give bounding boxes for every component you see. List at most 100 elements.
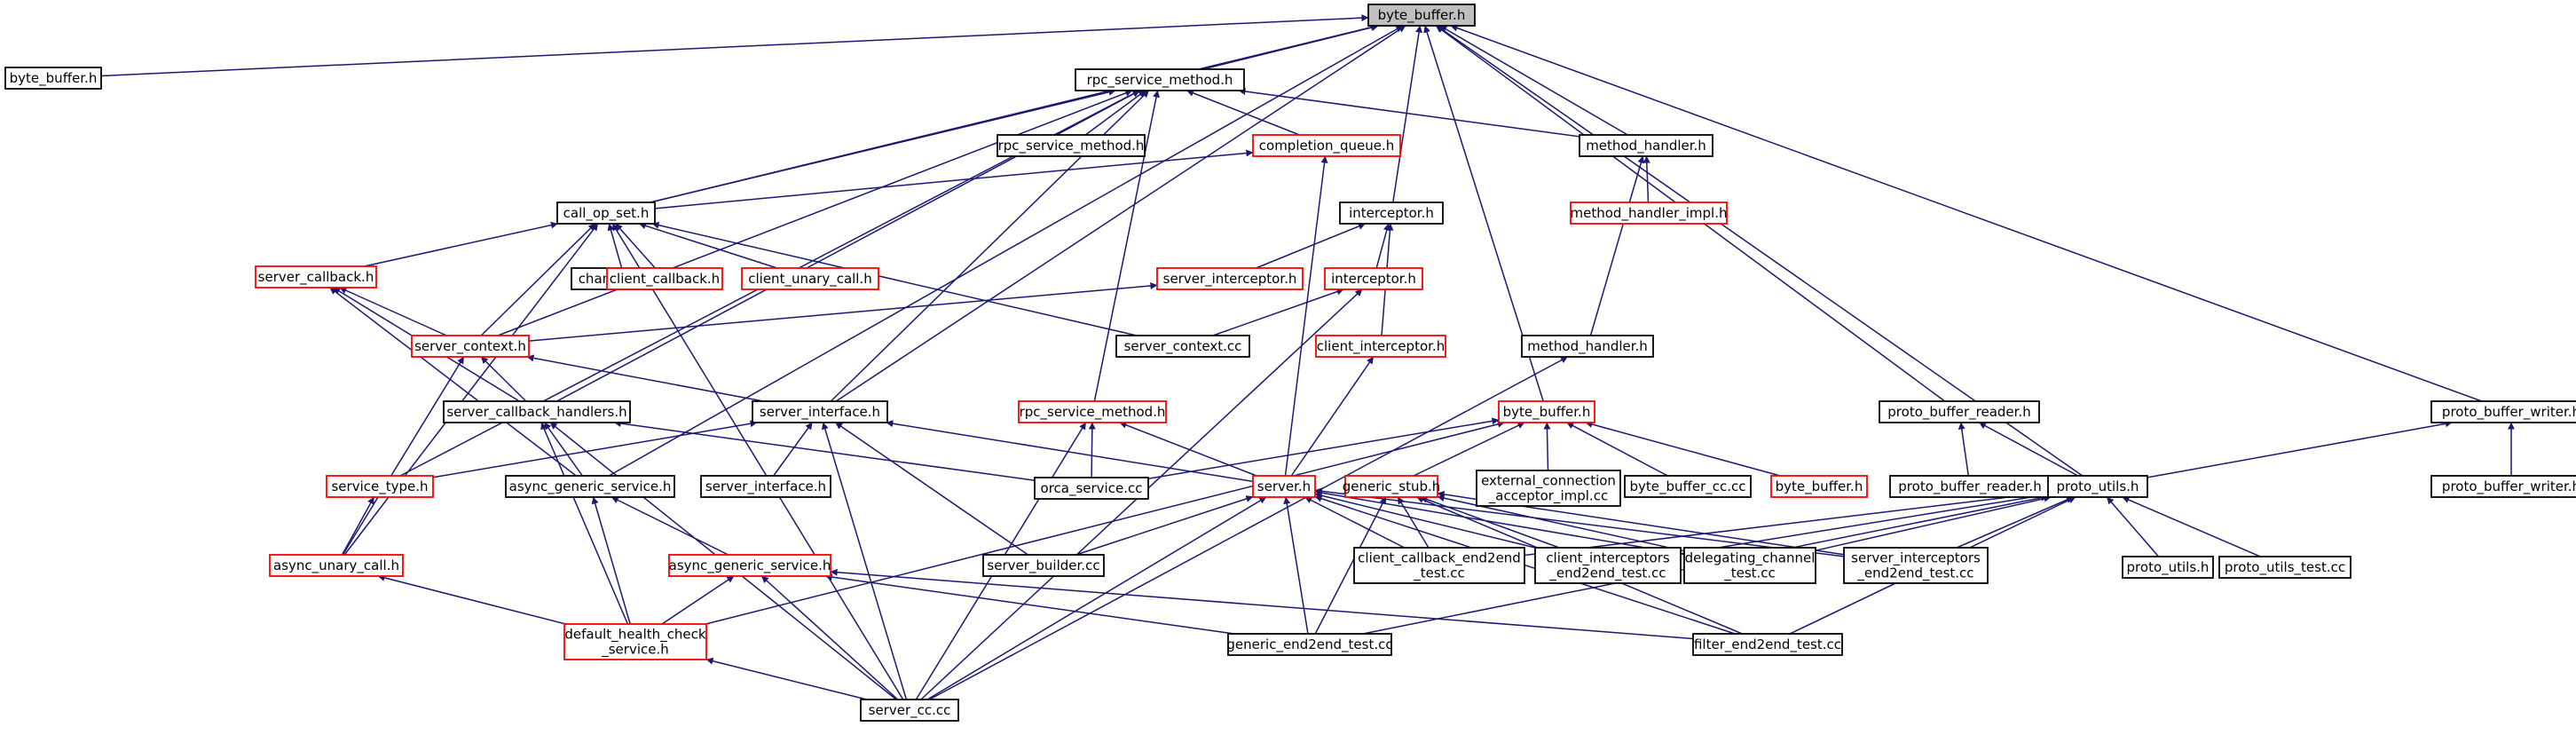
node-sctxcc[interactable]: server_context.cc (1115, 335, 1250, 358)
node-mhi[interactable]: method_handler_impl.h (1570, 202, 1728, 225)
node-ci[interactable]: client_interceptor.h (1315, 335, 1446, 358)
node-cq[interactable]: completion_queue.h (1252, 134, 1401, 157)
node-sie2e[interactable]: server_interceptors_end2end_test.cc (1843, 547, 1989, 584)
edge-auc-to-cos (343, 223, 599, 556)
node-cos[interactable]: call_op_set.h (556, 202, 656, 225)
node-box (1034, 477, 1149, 500)
node-cuc[interactable]: client_unary_call.h (741, 267, 879, 290)
node-box (2047, 475, 2148, 498)
edge-scc-to-mh2 (929, 356, 1568, 700)
node-label: server_interceptor.h (1163, 271, 1297, 288)
node-st[interactable]: service_type.h (326, 475, 434, 498)
edge-pu-to-pbw (2147, 420, 2453, 478)
node-rsm[interactable]: rpc_service_method.h (1075, 68, 1245, 91)
node-cie2e[interactable]: client_interceptors_end2end_test.cc (1534, 547, 1682, 584)
node-scb[interactable]: server_callback.h (255, 265, 377, 288)
node-label: _end2end_test.cc (1856, 565, 1973, 582)
node-ags[interactable]: async_generic_service.h (505, 475, 675, 498)
node-bb4[interactable]: byte_buffer.h (1770, 475, 1868, 498)
node-label: client_interceptor.h (1317, 338, 1445, 355)
node-fe2e[interactable]: filter_end2end_test.cc (1692, 633, 1843, 656)
node-box (411, 335, 530, 358)
node-orca[interactable]: orca_service.cc (1034, 477, 1149, 500)
edge-sctx-to-si (528, 281, 1158, 342)
node-cce2e[interactable]: client_callback_end2end_test.cc (1353, 547, 1525, 584)
node-intc[interactable]: interceptor.h (1339, 202, 1444, 225)
node-box (2122, 556, 2214, 579)
node-eca[interactable]: external_connection_acceptor_impl.cc (1476, 470, 1621, 507)
node-bbcc[interactable]: byte_buffer_cc.cc (1624, 475, 1752, 498)
edge-rsm3-to-rsm (1093, 90, 1161, 402)
node-si[interactable]: server_interceptor.h (1156, 267, 1304, 290)
node-label: server_callback.h (258, 269, 374, 286)
node-bb_left[interactable]: byte_buffer.h (4, 67, 102, 90)
node-label: _acceptor_impl.cc (1488, 488, 1608, 505)
node-rsm2[interactable]: rpc_service_method.h (997, 134, 1146, 157)
edge-cie2e-to-gs (1420, 495, 1560, 549)
node-label: default_health_check (564, 627, 705, 644)
edge-cie2e-to-sh (1314, 492, 1536, 549)
edge-cos-to-cq (654, 149, 1254, 209)
node-box (326, 475, 434, 498)
edge-sh-to-sif (886, 420, 1254, 483)
edge-ags-to-scb (329, 287, 577, 477)
node-pbr[interactable]: proto_buffer_reader.h (1879, 400, 2040, 423)
node-scbh[interactable]: server_callback_handlers.h (443, 400, 631, 423)
node-pu2[interactable]: proto_utils.h (2122, 556, 2214, 579)
node-box (1075, 68, 1245, 91)
node-ge2e[interactable]: generic_end2end_test.cc (1226, 633, 1393, 656)
node-label: byte_buffer.h (10, 70, 98, 87)
node-sh[interactable]: server.h (1252, 475, 1316, 498)
node-sbc[interactable]: server_builder.cc (982, 554, 1105, 577)
node-label: server_context.cc (1124, 338, 1242, 355)
node-auc[interactable]: async_unary_call.h (269, 554, 404, 577)
edge-ags2-to-ags (611, 496, 729, 556)
node-sif[interactable]: server_interface.h (752, 400, 888, 423)
node-dhc[interactable]: default_health_check_service.h (563, 623, 707, 660)
node-box (860, 699, 959, 722)
node-gs[interactable]: generic_stub.h (1343, 475, 1441, 498)
edge-dhc-to-ags (591, 496, 631, 625)
node-ags2[interactable]: async_generic_service.h (668, 554, 831, 577)
node-ccb[interactable]: client_callback.h (606, 267, 723, 290)
node-label: proto_buffer_reader.h (1887, 404, 2030, 421)
node-pbw[interactable]: proto_buffer_writer.h (2430, 400, 2576, 423)
node-mh[interactable]: method_handler.h (1579, 134, 1713, 157)
node-box (2430, 400, 2576, 423)
edge-sh-to-ci (1290, 356, 1375, 477)
edge-st-to-sif (432, 420, 758, 478)
node-sif2[interactable]: server_interface.h (700, 475, 831, 498)
edge-put-to-pu (2122, 496, 2261, 557)
node-bb3[interactable]: byte_buffer.h (1498, 400, 1595, 423)
node-put[interactable]: proto_utils_test.cc (2218, 556, 2351, 579)
node-root[interactable]: byte_buffer.h (1367, 4, 1476, 27)
node-label: byte_buffer.h (1503, 404, 1591, 421)
node-sctx[interactable]: server_context.h (411, 335, 530, 358)
node-rsm3[interactable]: rpc_service_method.h (1018, 400, 1167, 423)
edge-sctx-to-scb (339, 287, 447, 336)
node-scc[interactable]: server_cc.cc (860, 699, 959, 722)
node-label: server_cc.cc (869, 702, 951, 719)
edge-dct-to-pu (1815, 494, 2052, 551)
node-box (1252, 134, 1401, 157)
edge-ccc-to-cos (607, 223, 623, 269)
node-intc2[interactable]: interceptor.h (1324, 267, 1423, 290)
node-pbr2[interactable]: proto_buffer_reader.h (1889, 475, 2051, 498)
node-label: _end2end_test.cc (1548, 565, 1666, 582)
node-box (563, 623, 707, 660)
edge-intc2-to-intc (1375, 223, 1390, 269)
node-box (1889, 475, 2051, 498)
node-label: method_handler.h (1586, 138, 1706, 154)
node-label: proto_utils.h (2057, 478, 2139, 495)
node-label: server_interceptors (1851, 550, 1981, 567)
node-mh2[interactable]: method_handler.h (1521, 335, 1654, 358)
node-pbw2[interactable]: proto_buffer_writer.h (2430, 475, 2576, 498)
node-box (1324, 267, 1423, 290)
node-pu[interactable]: proto_utils.h (2047, 475, 2148, 498)
node-label: byte_buffer.h (1378, 7, 1466, 24)
node-label: proto_buffer_writer.h (2442, 478, 2576, 495)
node-box (505, 475, 675, 498)
node-label: _service.h (601, 642, 669, 659)
node-dct[interactable]: delegating_channel_test.cc (1683, 547, 1816, 584)
node-label: proto_buffer_writer.h (2442, 404, 2576, 421)
